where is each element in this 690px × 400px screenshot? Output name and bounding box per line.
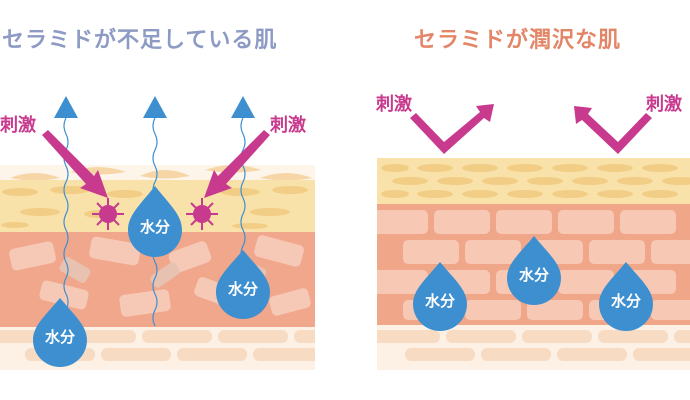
svg-text:水分: 水分	[425, 292, 455, 310]
svg-text:水分: 水分	[228, 280, 258, 298]
svg-text:水分: 水分	[45, 328, 75, 346]
stimulus-arrows-bounce	[410, 104, 652, 154]
water-drop-icon: 水分	[128, 186, 182, 257]
water-drop-icon: 水分	[33, 298, 87, 367]
title-ceramide-rich: セラミドが潤沢な肌	[414, 28, 622, 53]
water-drop-icon: 水分	[413, 262, 467, 331]
water-drop-icon: 水分	[599, 262, 653, 331]
up-arrow-icon	[231, 96, 255, 118]
stimulus-label-left-panel-left: 刺激	[0, 115, 36, 136]
up-arrow-icon	[54, 96, 78, 118]
up-arrow-icon	[143, 96, 167, 118]
stimulus-label-right-panel-right: 刺激	[646, 94, 682, 115]
water-drop-icon: 水分	[507, 236, 561, 305]
title-ceramide-deficient: セラミドが不足している肌	[2, 28, 278, 53]
water-drop-icon: 水分	[216, 250, 270, 319]
svg-text:水分: 水分	[611, 292, 641, 310]
stimulus-label-left-panel-right: 刺激	[270, 115, 306, 136]
svg-text:水分: 水分	[519, 266, 549, 284]
stimulus-label-right-panel-left: 刺激	[376, 94, 412, 115]
stimulus-arrows-in	[42, 130, 270, 198]
svg-text:水分: 水分	[140, 218, 170, 236]
